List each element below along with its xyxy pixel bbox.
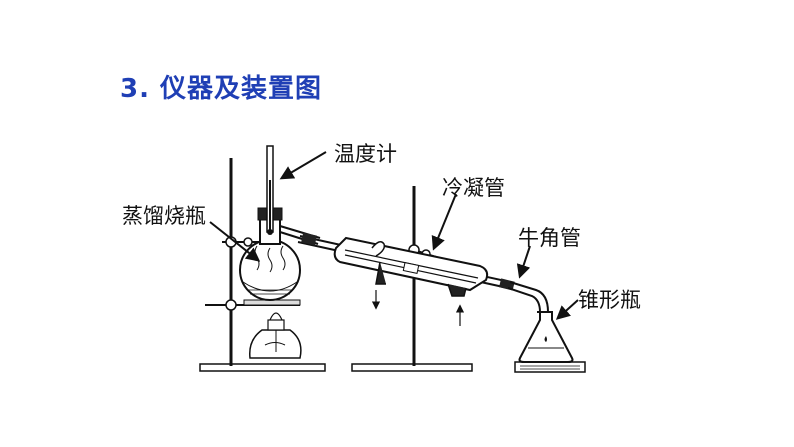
- thermometer: [267, 146, 273, 235]
- condenser: [298, 233, 510, 326]
- alcohol-lamp: [250, 313, 301, 358]
- bench-line: [200, 362, 585, 372]
- adapter: [499, 278, 548, 312]
- conical-flask: [520, 312, 573, 362]
